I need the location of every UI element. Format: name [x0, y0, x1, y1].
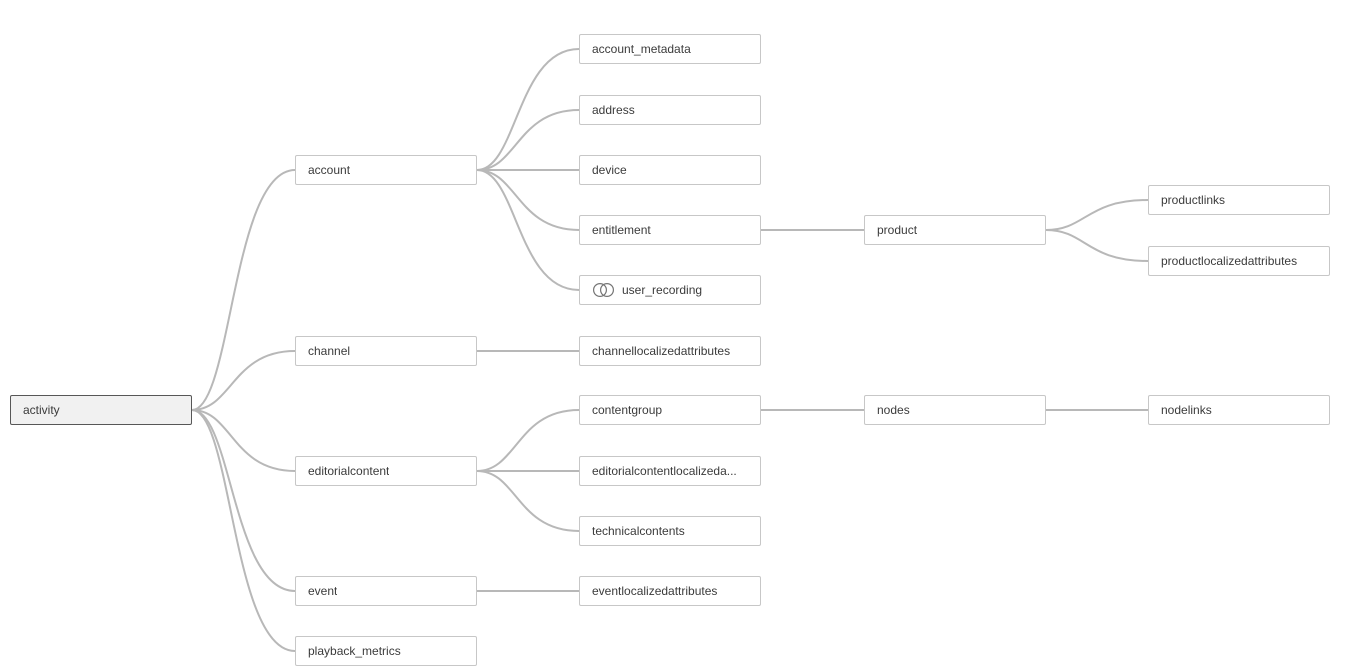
node-label: editorialcontent [308, 464, 390, 478]
node-label: nodelinks [1161, 403, 1212, 417]
edge-activity-playback_metrics [191, 409, 296, 652]
node-label: channellocalizedattributes [592, 344, 731, 358]
edge-activity-editorialcontent [191, 409, 296, 472]
node-label: user_recording [622, 283, 703, 297]
node-label: account [308, 163, 351, 177]
edge-account-user_recording [476, 169, 580, 291]
tree-node-nodelinks[interactable]: nodelinks [1148, 395, 1330, 425]
node-label: event [308, 584, 338, 598]
edge-activity-channel [191, 350, 296, 411]
edge-editorialcontent-contentgroup [476, 409, 580, 472]
tree-node-activity[interactable]: activity [10, 395, 192, 425]
node-label: device [592, 163, 627, 177]
edge-activity-event [191, 409, 296, 592]
tree-node-product[interactable]: product [864, 215, 1046, 245]
tree-node-entitlement[interactable]: entitlement [579, 215, 761, 245]
tree-node-device[interactable]: device [579, 155, 761, 185]
node-label: playback_metrics [308, 644, 401, 658]
edge-account-entitlement [476, 169, 580, 231]
tree-node-nodes[interactable]: nodes [864, 395, 1046, 425]
node-label: product [877, 223, 918, 237]
node-label: eventlocalizedattributes [592, 584, 718, 598]
edge-account-account_metadata [476, 48, 580, 171]
tree-node-productlocalizedattributes[interactable]: productlocalizedattributes [1148, 246, 1330, 276]
edge-account-address [476, 109, 580, 171]
node-label: contentgroup [592, 403, 663, 417]
tree-node-productlinks[interactable]: productlinks [1148, 185, 1330, 215]
tree-node-channel[interactable]: channel [295, 336, 477, 366]
tree-node-address[interactable]: address [579, 95, 761, 125]
tree-node-eventlocalizedattributes[interactable]: eventlocalizedattributes [579, 576, 761, 606]
tree-node-account_metadata[interactable]: account_metadata [579, 34, 761, 64]
tree-node-channellocalizedattributes[interactable]: channellocalizedattributes [579, 336, 761, 366]
edge-activity-account [191, 169, 296, 411]
node-label: account_metadata [592, 42, 691, 56]
tree-node-account[interactable]: account [295, 155, 477, 185]
tree-node-contentgroup[interactable]: contentgroup [579, 395, 761, 425]
node-label: activity [23, 403, 60, 417]
tree-node-editorialcontent[interactable]: editorialcontent [295, 456, 477, 486]
node-label: technicalcontents [592, 524, 685, 538]
tree-node-playback_metrics[interactable]: playback_metrics [295, 636, 477, 666]
tree-node-event[interactable]: event [295, 576, 477, 606]
node-label: productlinks [1161, 193, 1226, 207]
edge-product-productlinks [1045, 199, 1149, 231]
tree-node-editorialcontentlocalized[interactable]: editorialcontentlocalizeda... [579, 456, 761, 486]
node-label: address [592, 103, 635, 117]
edge-product-productlocalizedattributes [1045, 229, 1149, 262]
edge-editorialcontent-technicalcontents [476, 470, 580, 532]
tree-node-user_recording[interactable]: user_recording [579, 275, 761, 305]
node-label: channel [308, 344, 351, 358]
node-label: nodes [877, 403, 910, 417]
tree-node-technicalcontents[interactable]: technicalcontents [579, 516, 761, 546]
node-label: productlocalizedattributes [1161, 254, 1298, 268]
venn-circles-icon [592, 282, 615, 298]
node-label: entitlement [592, 223, 651, 237]
node-label: editorialcontentlocalizeda... [592, 464, 737, 478]
